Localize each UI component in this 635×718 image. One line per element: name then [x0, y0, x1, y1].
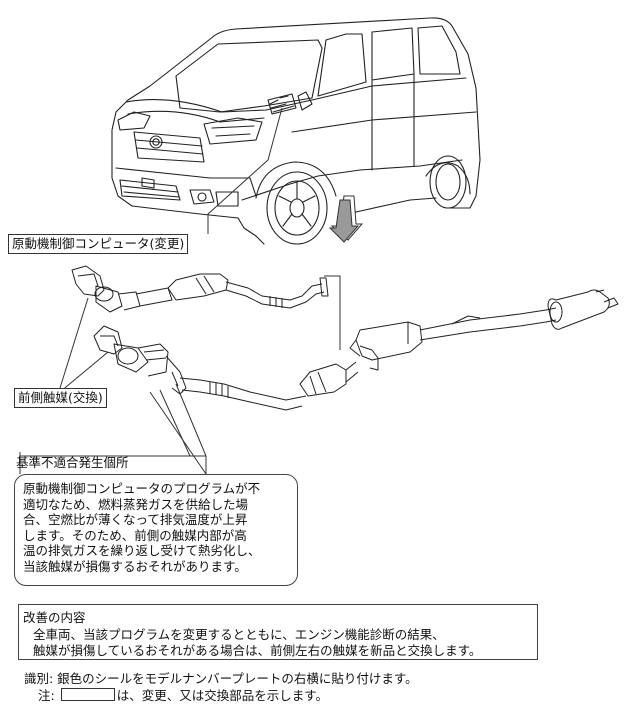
note-suffix: は、変更、又は交換部品を示します。: [116, 688, 328, 703]
improvement-box: 改善の内容 全車両、当該プログラムを変更するとともに、エンジン機能診断の結果、 …: [18, 604, 538, 660]
exhaust-system-upper: [71, 265, 329, 313]
legend-box: [60, 688, 115, 701]
description-line: 当該触媒が損傷するおそれがあります。: [23, 558, 247, 574]
identification-text: 識別: 銀色のシールをモデルナンバープレートの右横に貼り付けます。: [24, 671, 418, 686]
description-line: 適切なため、燃料蒸発ガスを供給した場: [23, 496, 249, 512]
description-line: 温の排気ガスを繰り返し受けて熱劣化し、: [23, 543, 261, 559]
note-line: 注: は、変更、又は交換部品を示します。: [38, 685, 328, 704]
note-prefix: 注:: [38, 688, 55, 703]
description-box: 原動機制御コンピュータのプログラムが不 適切なため、燃料蒸発ガスを供給した場 合…: [14, 474, 298, 586]
catalyst-label: 前側触媒(交換): [14, 388, 107, 408]
description-line: 原動機制御コンピュータのプログラムが不: [23, 481, 261, 496]
exhaust-system-lower: [93, 289, 619, 411]
improvement-line-1: 全車両、当該プログラムを変更するとともに、エンジン機能診断の結果、: [33, 627, 445, 642]
description-line: 合、空燃比が薄くなって排気温度が上昇: [23, 512, 248, 528]
improvement-title: 改善の内容: [23, 610, 86, 625]
van-illustration: [111, 17, 481, 245]
ecu-label: 原動機制御コンピュータ(変更): [8, 234, 189, 254]
description-line: します。そのため、前側の触媒内部が高: [23, 527, 247, 543]
location-label: 基準不適合発生個所: [16, 455, 129, 470]
improvement-line-2: 触媒が損傷しているおそれがある場合は、前側左右の触媒を新品と交換します。: [33, 643, 482, 658]
description-text: 原動機制御コンピュータのプログラムが不 適切なため、燃料蒸発ガスを供給した場 合…: [23, 481, 261, 575]
down-arrow-icon: [328, 195, 364, 243]
